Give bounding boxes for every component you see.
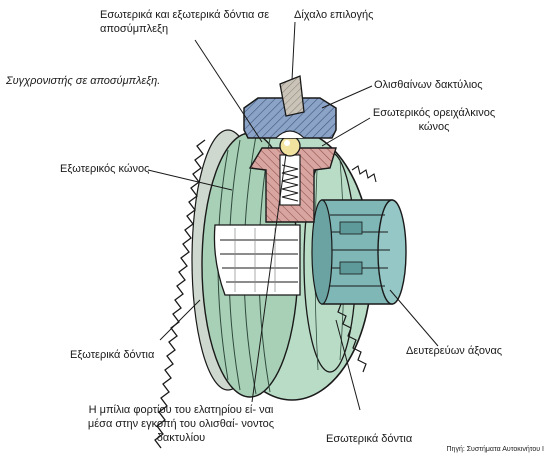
selector-fork [279, 75, 305, 117]
label-outer-teeth: Εξωτερικά δόντια [70, 349, 155, 361]
label-ball-note: Η μπίλια φορτίου του ελατηρίου εί- ναι μ… [87, 404, 275, 444]
label-secondary-shaft: Δευτερεύων άξονας [406, 345, 503, 357]
label-sliding-ring: Ολισθαίνων δακτύλιος [374, 79, 483, 91]
label-inner-outer-teeth: Εσωτερικά και εξωτερικά δόντια σε αποσύμ… [100, 9, 270, 35]
leader-lines [147, 21, 439, 411]
label-inner-teeth: Εσωτερικά δόντια [326, 433, 413, 445]
source-credit: Πηγή: Συστήματα Αυτοκινήτου Ι [446, 446, 545, 453]
inner-teeth [332, 165, 377, 373]
label-inner-brass-cone: Εσωτερικός ορειχάλκινος κώνος [372, 107, 496, 133]
secondary-shaft [311, 199, 407, 305]
sliding-ring [243, 97, 337, 139]
cutaway-splines [213, 224, 301, 296]
label-outer-cone: Εξωτερικός κώνος [60, 163, 150, 175]
label-selector-fork: Δίχαλο επιλογής [294, 9, 374, 21]
diagram-subtitle: Συγχρονιστής σε αποσύμπλεξη. [6, 75, 161, 87]
spring-ball [279, 135, 301, 206]
